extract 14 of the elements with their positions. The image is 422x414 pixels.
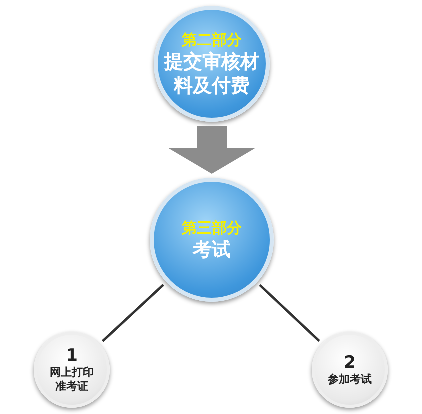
step-number: 2: [344, 353, 356, 373]
part-heading: 第二部分: [182, 30, 242, 50]
circle-node: [150, 178, 274, 302]
circle-node: [34, 332, 110, 408]
step-title: 考试: [193, 238, 231, 262]
connector-line: [259, 284, 320, 342]
step-label: 网上打印准考证: [49, 366, 95, 394]
part-heading: 第三部分: [182, 218, 242, 238]
circle-node: [312, 332, 388, 408]
step-number: 1: [66, 346, 78, 366]
step-label: 参加考试: [328, 373, 372, 387]
step-title: 提交审核材料及付费: [163, 50, 260, 98]
connector-line: [102, 284, 164, 342]
block-arrow: [168, 126, 256, 174]
